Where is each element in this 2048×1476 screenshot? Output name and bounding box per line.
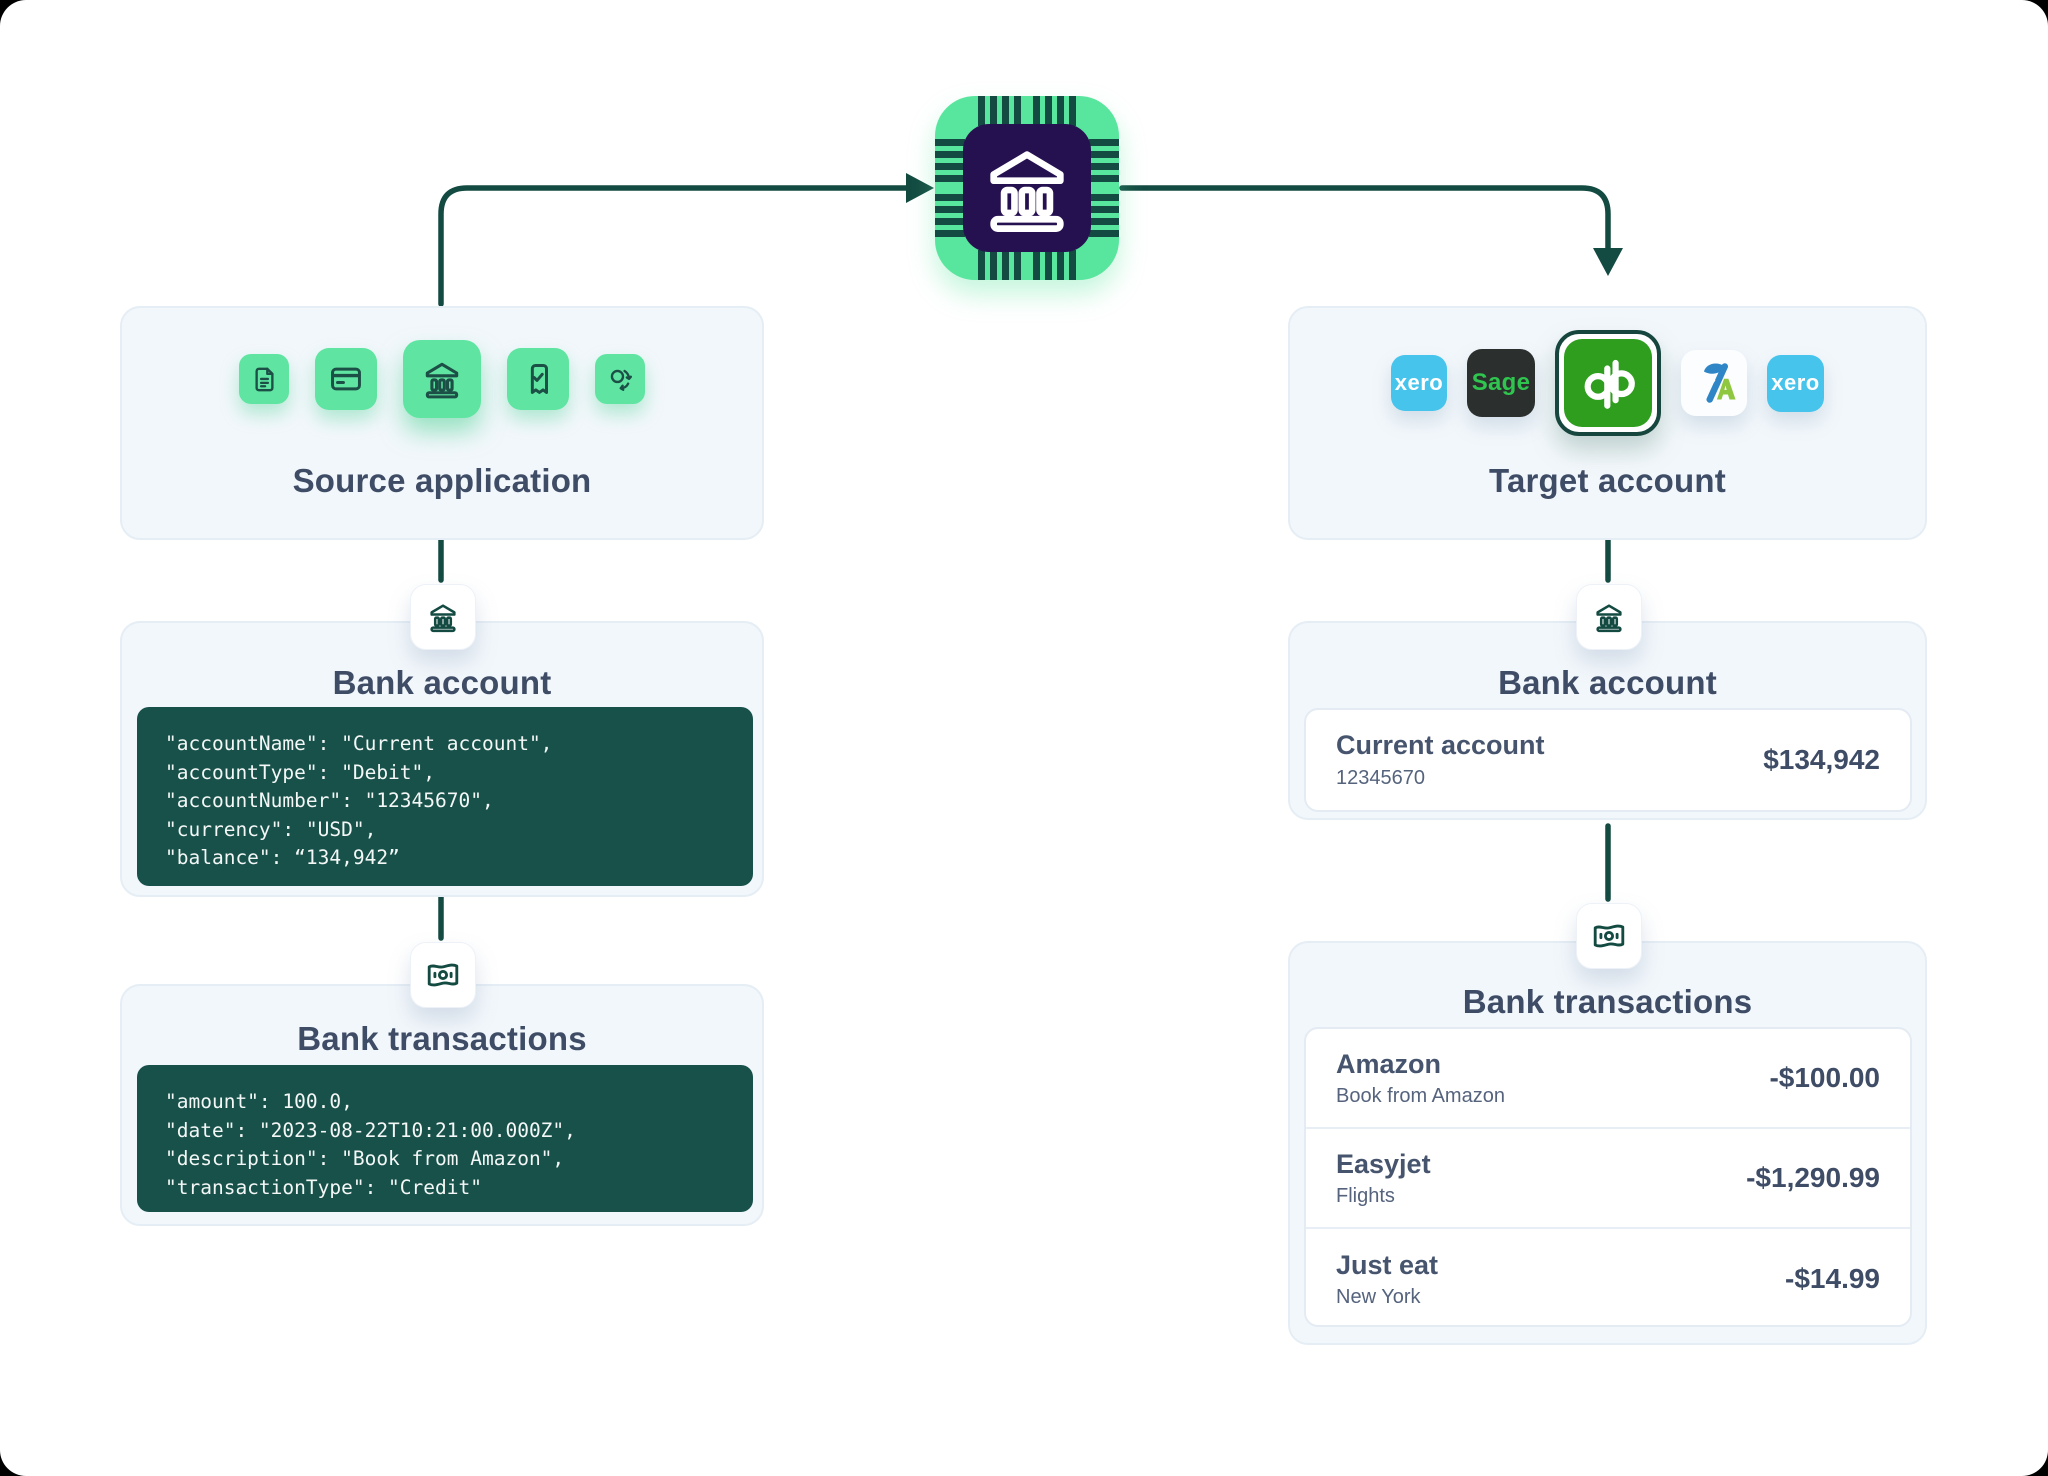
transaction-merchant: Amazon [1336,1048,1442,1079]
transaction-description: New York [1336,1285,1421,1308]
xero-app-icon[interactable]: xero [1391,355,1447,411]
code-line: "currency": "USD", [165,817,377,841]
arrowhead-down [1593,248,1623,276]
source-application-panel: Source application [120,306,764,789]
bank-chip-icon [935,96,1119,280]
banknote-icon-badge [1576,903,1642,969]
chip-core [963,124,1091,252]
xero-logo: xero [1771,370,1820,395]
freeagent-logo [1703,363,1736,403]
transaction-amount: -$14.99 [1785,1263,1880,1294]
bank-account-json: "accountName": "Current account", "accou… [137,707,753,886]
chip-pins [1089,139,1119,182]
code-line: "amount": 100.0, [165,1090,353,1113]
chip-pins [978,96,1021,126]
left-bank-transactions-title: Bank transactions [297,1020,587,1057]
code-line: "accountNumber": "12345670", [165,789,494,813]
source-application-title: Source application [292,462,592,499]
bank-icon [990,151,1064,232]
transaction-row: Easyjet Flights -$1,290.99 [1306,1129,1910,1229]
quickbooks-logo [1564,339,1652,427]
target-account-title: Target account [1489,462,1726,499]
account-balance: $134,942 [1763,744,1880,775]
chip-pins [1033,96,1076,126]
chip-pins [978,250,1021,280]
arrow-hub-to-target [1119,185,1611,251]
code-line: "transactionType": "Credit" [165,1175,482,1199]
bank-icon-badge [1576,584,1642,650]
right-bank-account-title: Bank account [1498,664,1717,701]
credit-card-icon[interactable] [315,348,377,410]
bank-transactions-json: "amount": 100.0, "date": "2023-08-22T10:… [137,1065,753,1212]
arrow-source-to-hub [438,185,909,307]
sage-logo: Sage [1471,369,1531,396]
chip-pins [1089,194,1119,237]
target-account-panel: xero Sage [1288,306,1927,540]
account-name: Current account [1336,730,1545,760]
transaction-description: Book from Amazon [1336,1084,1505,1107]
file-document-icon[interactable] [239,354,289,404]
bank-icon-badge [410,584,476,650]
transaction-amount: -$100.00 [1769,1062,1880,1093]
code-line: "balance": “134,942” [165,846,400,870]
bank-icon[interactable] [403,340,481,418]
transaction-merchant: Easyjet [1336,1148,1431,1179]
code-line: "accountName": "Current account", [165,732,553,755]
banknote-icon-badge [410,942,476,1008]
left-bank-account-title: Bank account [332,664,552,701]
transaction-description: Flights [1336,1184,1395,1207]
code-line: "accountType": "Debit", [165,760,436,784]
current-account-card: Current account 12345670 $134,942 [1304,708,1912,812]
xero-logo: xero [1394,370,1444,395]
transaction-row: Just eat New York -$14.99 [1306,1229,1910,1329]
code-line: "description": "Book from Amazon", [165,1147,565,1171]
chip-pins [935,194,965,237]
receipt-check-icon[interactable] [507,348,569,410]
exchange-icon[interactable] [595,354,645,404]
sage-app-icon[interactable]: Sage [1467,349,1535,417]
quickbooks-app-icon-selected[interactable] [1555,330,1661,436]
right-bank-transactions-title: Bank transactions [1462,983,1753,1020]
transaction-amount: -$1,290.99 [1746,1162,1880,1193]
transaction-row: Amazon Book from Amazon -$100.00 [1306,1029,1910,1129]
freeagent-app-icon[interactable] [1681,350,1747,416]
transaction-merchant: Just eat [1336,1249,1439,1280]
chip-pins [935,139,965,182]
code-line: "date": "2023-08-22T10:21:00.000Z", [165,1118,576,1142]
transactions-card: Amazon Book from Amazon -$100.00 Easyjet… [1304,1027,1912,1327]
account-number: 12345670 [1336,767,1425,789]
chip-pins [1033,250,1076,280]
xero-app-icon[interactable]: xero [1767,354,1824,412]
arrowhead-right [906,173,934,203]
